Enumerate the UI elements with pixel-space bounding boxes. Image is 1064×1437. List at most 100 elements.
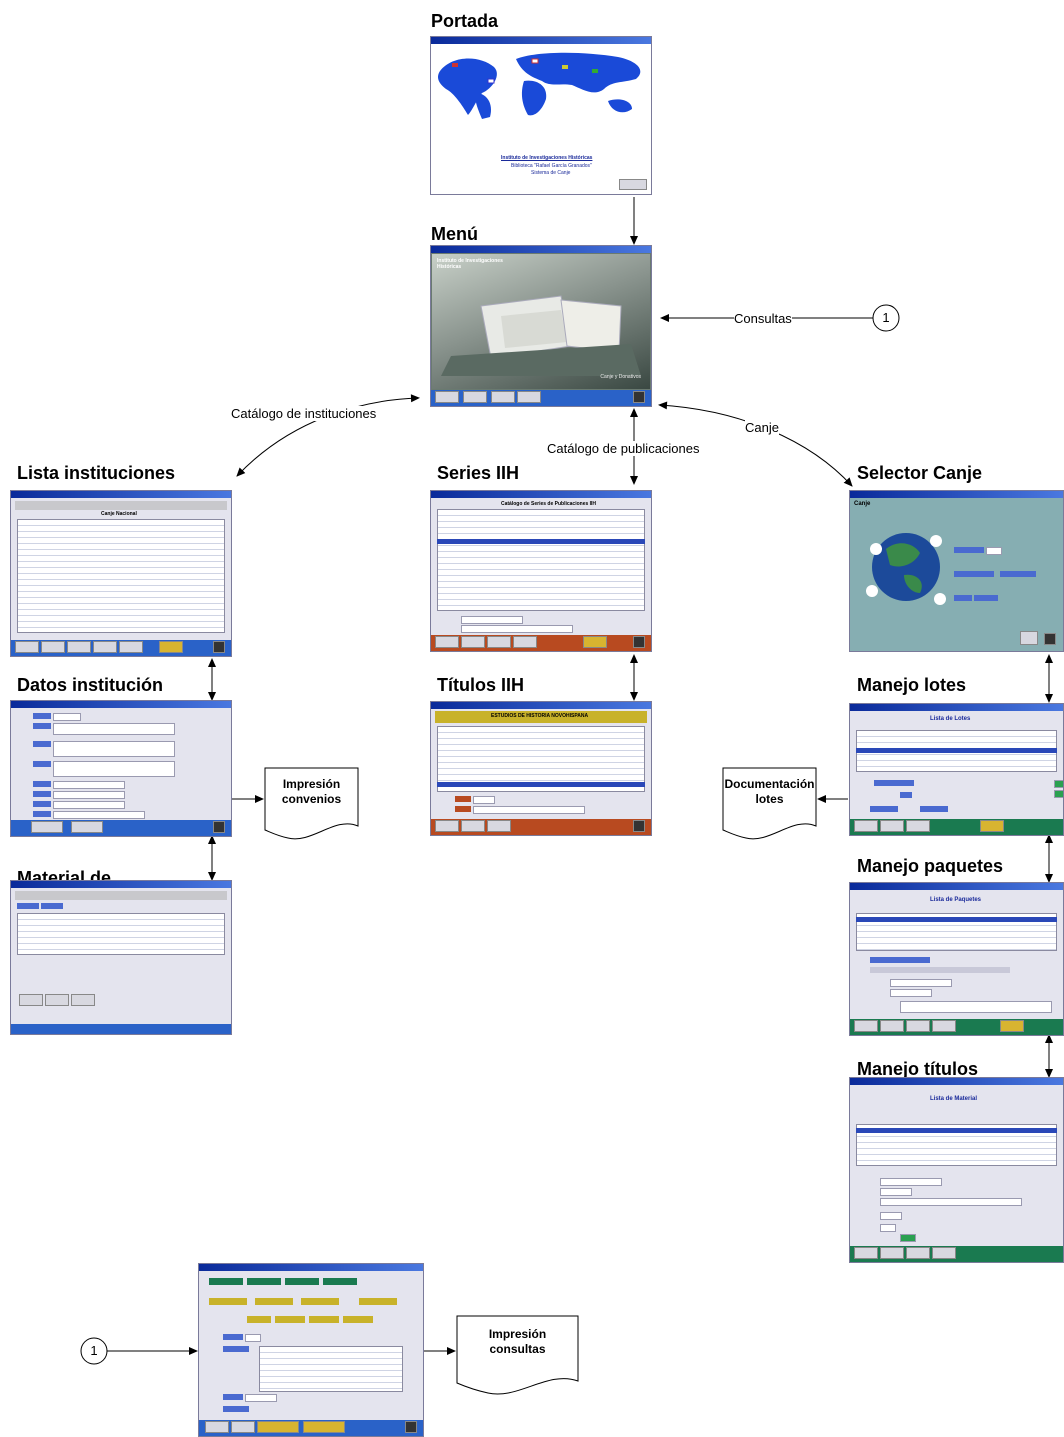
paquetes-field-c [890,979,952,987]
material-grid [17,913,225,955]
consultas-opt-6 [255,1298,293,1305]
screen-manejo-paquetes: Lista de Paquetes [849,882,1064,1036]
series-btn-gold [583,636,607,648]
menu-btn-2 [463,391,487,403]
datos-label-3 [33,741,51,747]
heading-series-iih: Series IIH [437,463,520,483]
paquetes-btn-4 [932,1020,956,1032]
screen-manejo-titulos: Lista de Material [849,1077,1064,1263]
portada-button [619,179,647,190]
consultas-label-c [223,1394,243,1400]
screen-consultas [198,1263,424,1437]
doc-impresion-consultas-line2: consultas [489,1342,546,1356]
screen-manejo-lotes: Lista de Lotes [849,703,1064,836]
screen-datos-institucion [10,700,232,837]
edge-label-canje: Canje [745,420,779,435]
mtitulos-field-a [880,1178,942,1186]
datos-field-8 [53,811,145,819]
lotes-btn-gold [980,820,1004,832]
datos-label-6 [33,791,51,797]
datos-label-2 [33,723,51,729]
mtitulos-field-f [900,1234,916,1242]
doc-impresion-consultas-line1: Impresión [488,1327,547,1341]
series-field-1 [461,616,523,624]
lotes-field-f [1054,790,1063,798]
titulos-title: ESTUDIOS DE HISTORIA NOVOHISPANA [491,713,589,719]
lotes-btn-3 [906,820,930,832]
paquetes-field-e [900,1001,1052,1013]
titulos-btn-3 [487,820,511,832]
mtitulos-field-c [880,1198,1022,1206]
material-tab-2 [41,903,63,909]
selector-field-label-4 [954,595,972,601]
material-btn-3 [71,994,95,1006]
consultas-opt-4 [323,1278,357,1285]
consultas-label-a [223,1334,243,1340]
mtitulos-btn-4 [932,1247,956,1259]
doc-impresion-convenios: Impresión convenios [265,777,358,807]
consultas-label-d [223,1406,249,1412]
heading-datos-institucion: Datos institución [17,675,164,695]
paquetes-btn-3 [906,1020,930,1032]
doc-documentacion-lotes-line1: Documentación [724,777,815,791]
titulos-field-2 [473,806,585,814]
mtitulos-btn-2 [880,1247,904,1259]
menu-btn-3 [491,391,515,403]
datos-label-4 [33,761,51,767]
lista-btn-exit [213,641,225,653]
screen-lista-instituciones: Canje Nacional [10,490,232,657]
paquetes-btn-1 [854,1020,878,1032]
screen-series-iih: Catálogo de Series de Publicaciones IIH [430,490,652,652]
paquetes-field-b [870,967,1010,973]
screen-material-intercambio [10,880,232,1035]
selector-field-label-5 [974,595,998,601]
lotes-title: Lista de Lotes [930,716,971,722]
series-btn-4 [513,636,537,648]
screen-portada: Instituto de Investigaciones Históricas … [430,36,652,195]
lotes-field-a [874,780,914,786]
material-btn-1 [19,994,43,1006]
datos-field-5 [53,781,125,789]
mtitulos-field-e [880,1224,896,1232]
selector-field-1 [986,547,1002,555]
selector-btn-exit [1044,633,1056,645]
consultas-btn-exit [405,1421,417,1433]
consultas-opt-11 [309,1316,339,1323]
datos-field-2 [53,723,175,735]
consultas-grid [259,1346,403,1392]
series-btn-1 [435,636,459,648]
datos-btn-2 [71,821,103,833]
mtitulos-field-d [880,1212,902,1220]
lista-btn-5 [119,641,143,653]
connector-number-top: 1 [882,310,890,325]
paquetes-selected-row [856,917,1057,922]
heading-manejo-lotes: Manejo lotes [857,675,967,695]
lotes-field-d [920,806,948,812]
heading-portada: Portada [431,11,499,31]
lista-grid [17,519,225,633]
selector-title: Canje [854,501,871,507]
titulos-btn-2 [461,820,485,832]
consultas-btn-gold-2 [303,1421,345,1433]
portada-sistema: Sistema de Canje [531,170,571,176]
lotes-field-e [1054,780,1063,788]
lista-title: Canje Nacional [101,511,137,517]
world-map-graphic [438,52,641,119]
heading-menu: Menú [431,224,478,244]
edge-label-catalogo-publicaciones: Catálogo de publicaciones [547,441,700,456]
doc-impresion-consultas: Impresión consultas [457,1327,578,1357]
manejo-titulos-selected-row [856,1128,1057,1133]
menu-btn-exit [633,391,645,403]
edge-label-catalogo-instituciones: Catálogo de instituciones [231,406,377,421]
menu-institute: Instituto de Investigaciones Históricas [437,258,503,270]
titulos-banner [435,711,647,723]
doc-shape-lotes [722,767,817,840]
datos-field-3 [53,741,175,757]
consultas-opt-10 [275,1316,305,1323]
consultas-opt-8 [359,1298,397,1305]
datos-btn-1 [31,821,63,833]
datos-field-1 [53,713,81,721]
heading-selector-canje: Selector Canje [857,463,983,483]
